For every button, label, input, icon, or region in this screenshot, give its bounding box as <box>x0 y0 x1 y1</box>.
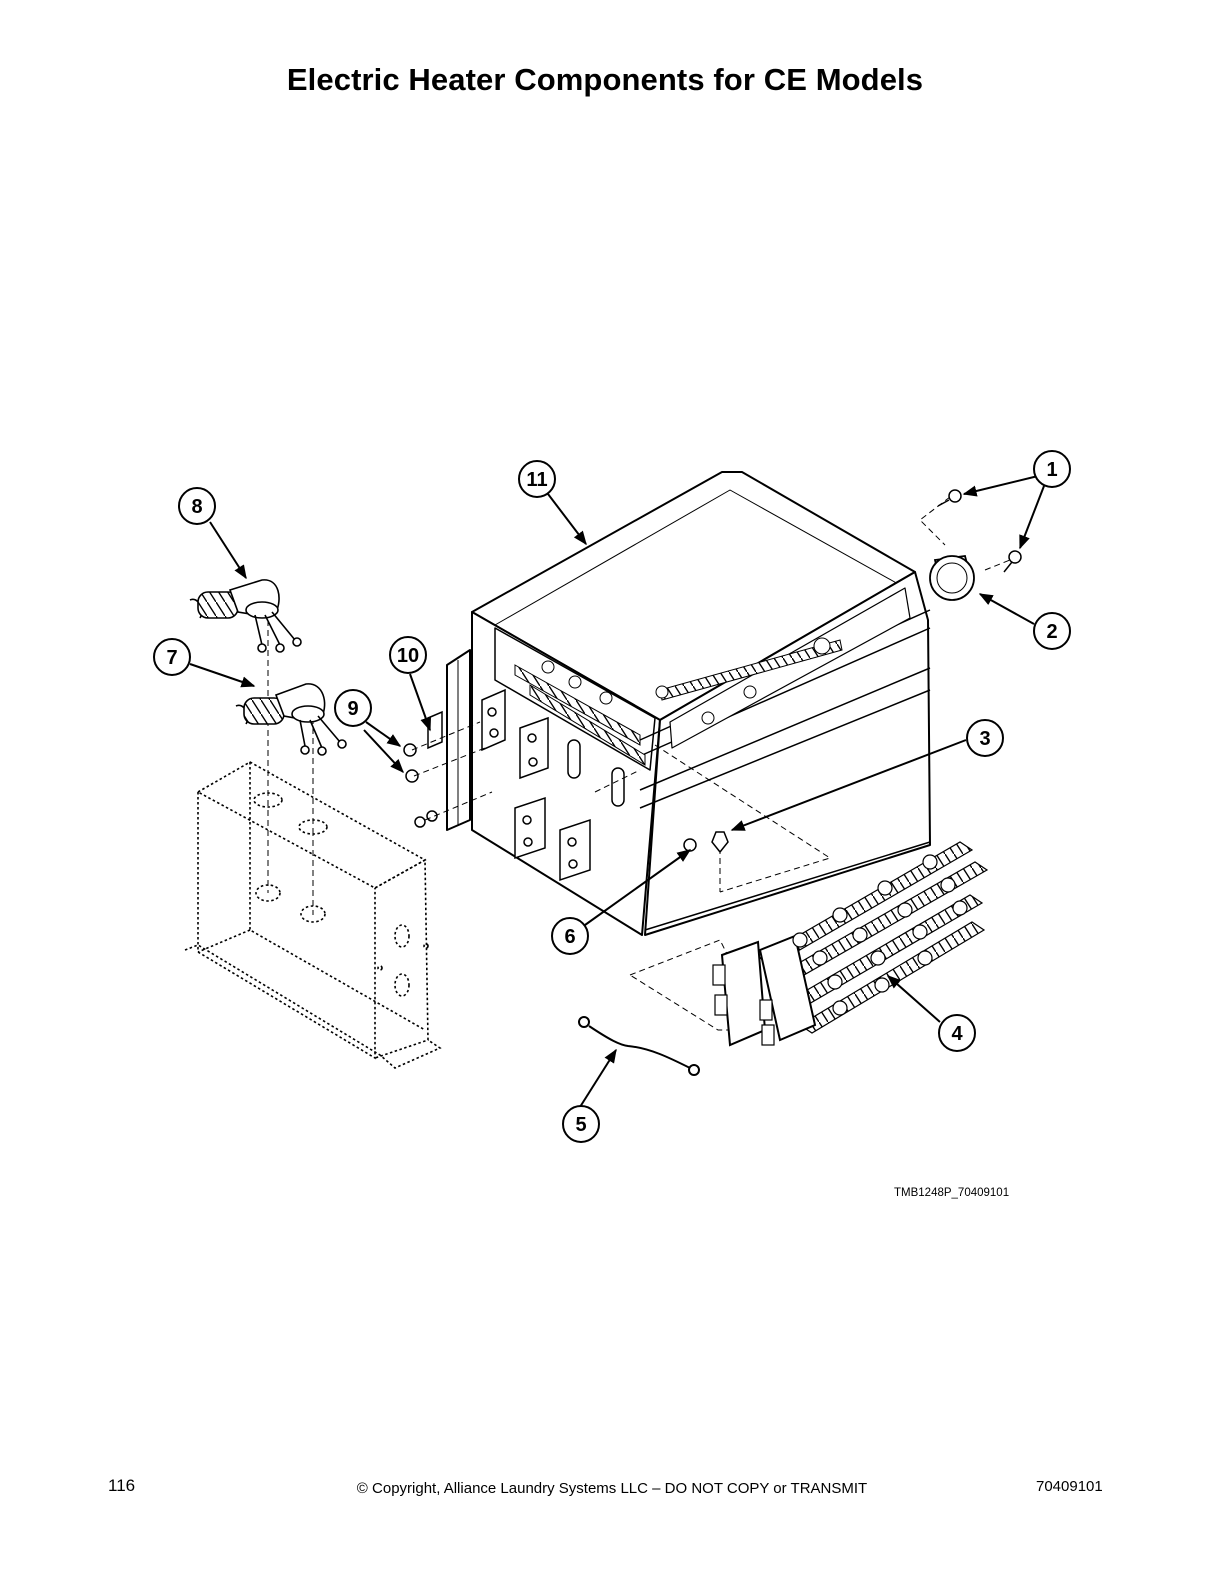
copyright-notice: © Copyright, Alliance Laundry Systems LL… <box>356 1480 868 1497</box>
screws <box>937 489 1022 573</box>
callout-9: 9 <box>334 689 372 727</box>
svg-text:5: 5 <box>575 1114 586 1136</box>
document-number: 70409101 <box>1036 1478 1103 1495</box>
callout-6: 6 <box>551 917 589 955</box>
callout-11: 11 <box>518 460 556 498</box>
callout-1: 1 <box>1033 450 1071 488</box>
svg-text:7: 7 <box>166 647 177 669</box>
assembly-leader-lines <box>267 496 1011 1031</box>
conduit-fitting-lower <box>235 683 347 756</box>
sensor-and-grommet <box>683 831 729 854</box>
svg-text:1: 1 <box>1046 459 1057 481</box>
bracket-and-nuts <box>403 710 443 828</box>
page-number: 116 <box>108 1476 136 1495</box>
terminal-studs <box>481 688 625 882</box>
heater-coils-in-housing <box>514 637 843 766</box>
svg-text:4: 4 <box>951 1023 963 1045</box>
callout-arrows <box>189 475 1045 1108</box>
svg-text:3: 3 <box>979 728 990 750</box>
ground-wire <box>578 1016 700 1076</box>
svg-text:6: 6 <box>564 926 575 948</box>
callout-7: 7 <box>153 638 191 676</box>
callout-2: 2 <box>1033 612 1071 650</box>
heater-housing <box>446 471 931 936</box>
callout-10: 10 <box>389 636 427 674</box>
figure-code: TMB1248P_70409101 <box>894 1187 1010 1199</box>
svg-text:11: 11 <box>526 469 547 491</box>
heater-element <box>712 841 989 1047</box>
callout-5: 5 <box>562 1105 600 1143</box>
callout-3: 3 <box>966 719 1004 757</box>
svg-text:10: 10 <box>397 645 419 667</box>
callout-4: 4 <box>938 1014 976 1052</box>
page-title: Electric Heater Components for CE Models <box>286 62 924 97</box>
thermostat <box>929 555 975 601</box>
junction-box <box>184 761 442 1069</box>
svg-text:8: 8 <box>191 496 202 518</box>
callout-8: 8 <box>178 487 216 525</box>
conduit-fitting-upper <box>189 579 302 653</box>
svg-text:9: 9 <box>347 698 358 720</box>
svg-text:2: 2 <box>1046 621 1057 643</box>
